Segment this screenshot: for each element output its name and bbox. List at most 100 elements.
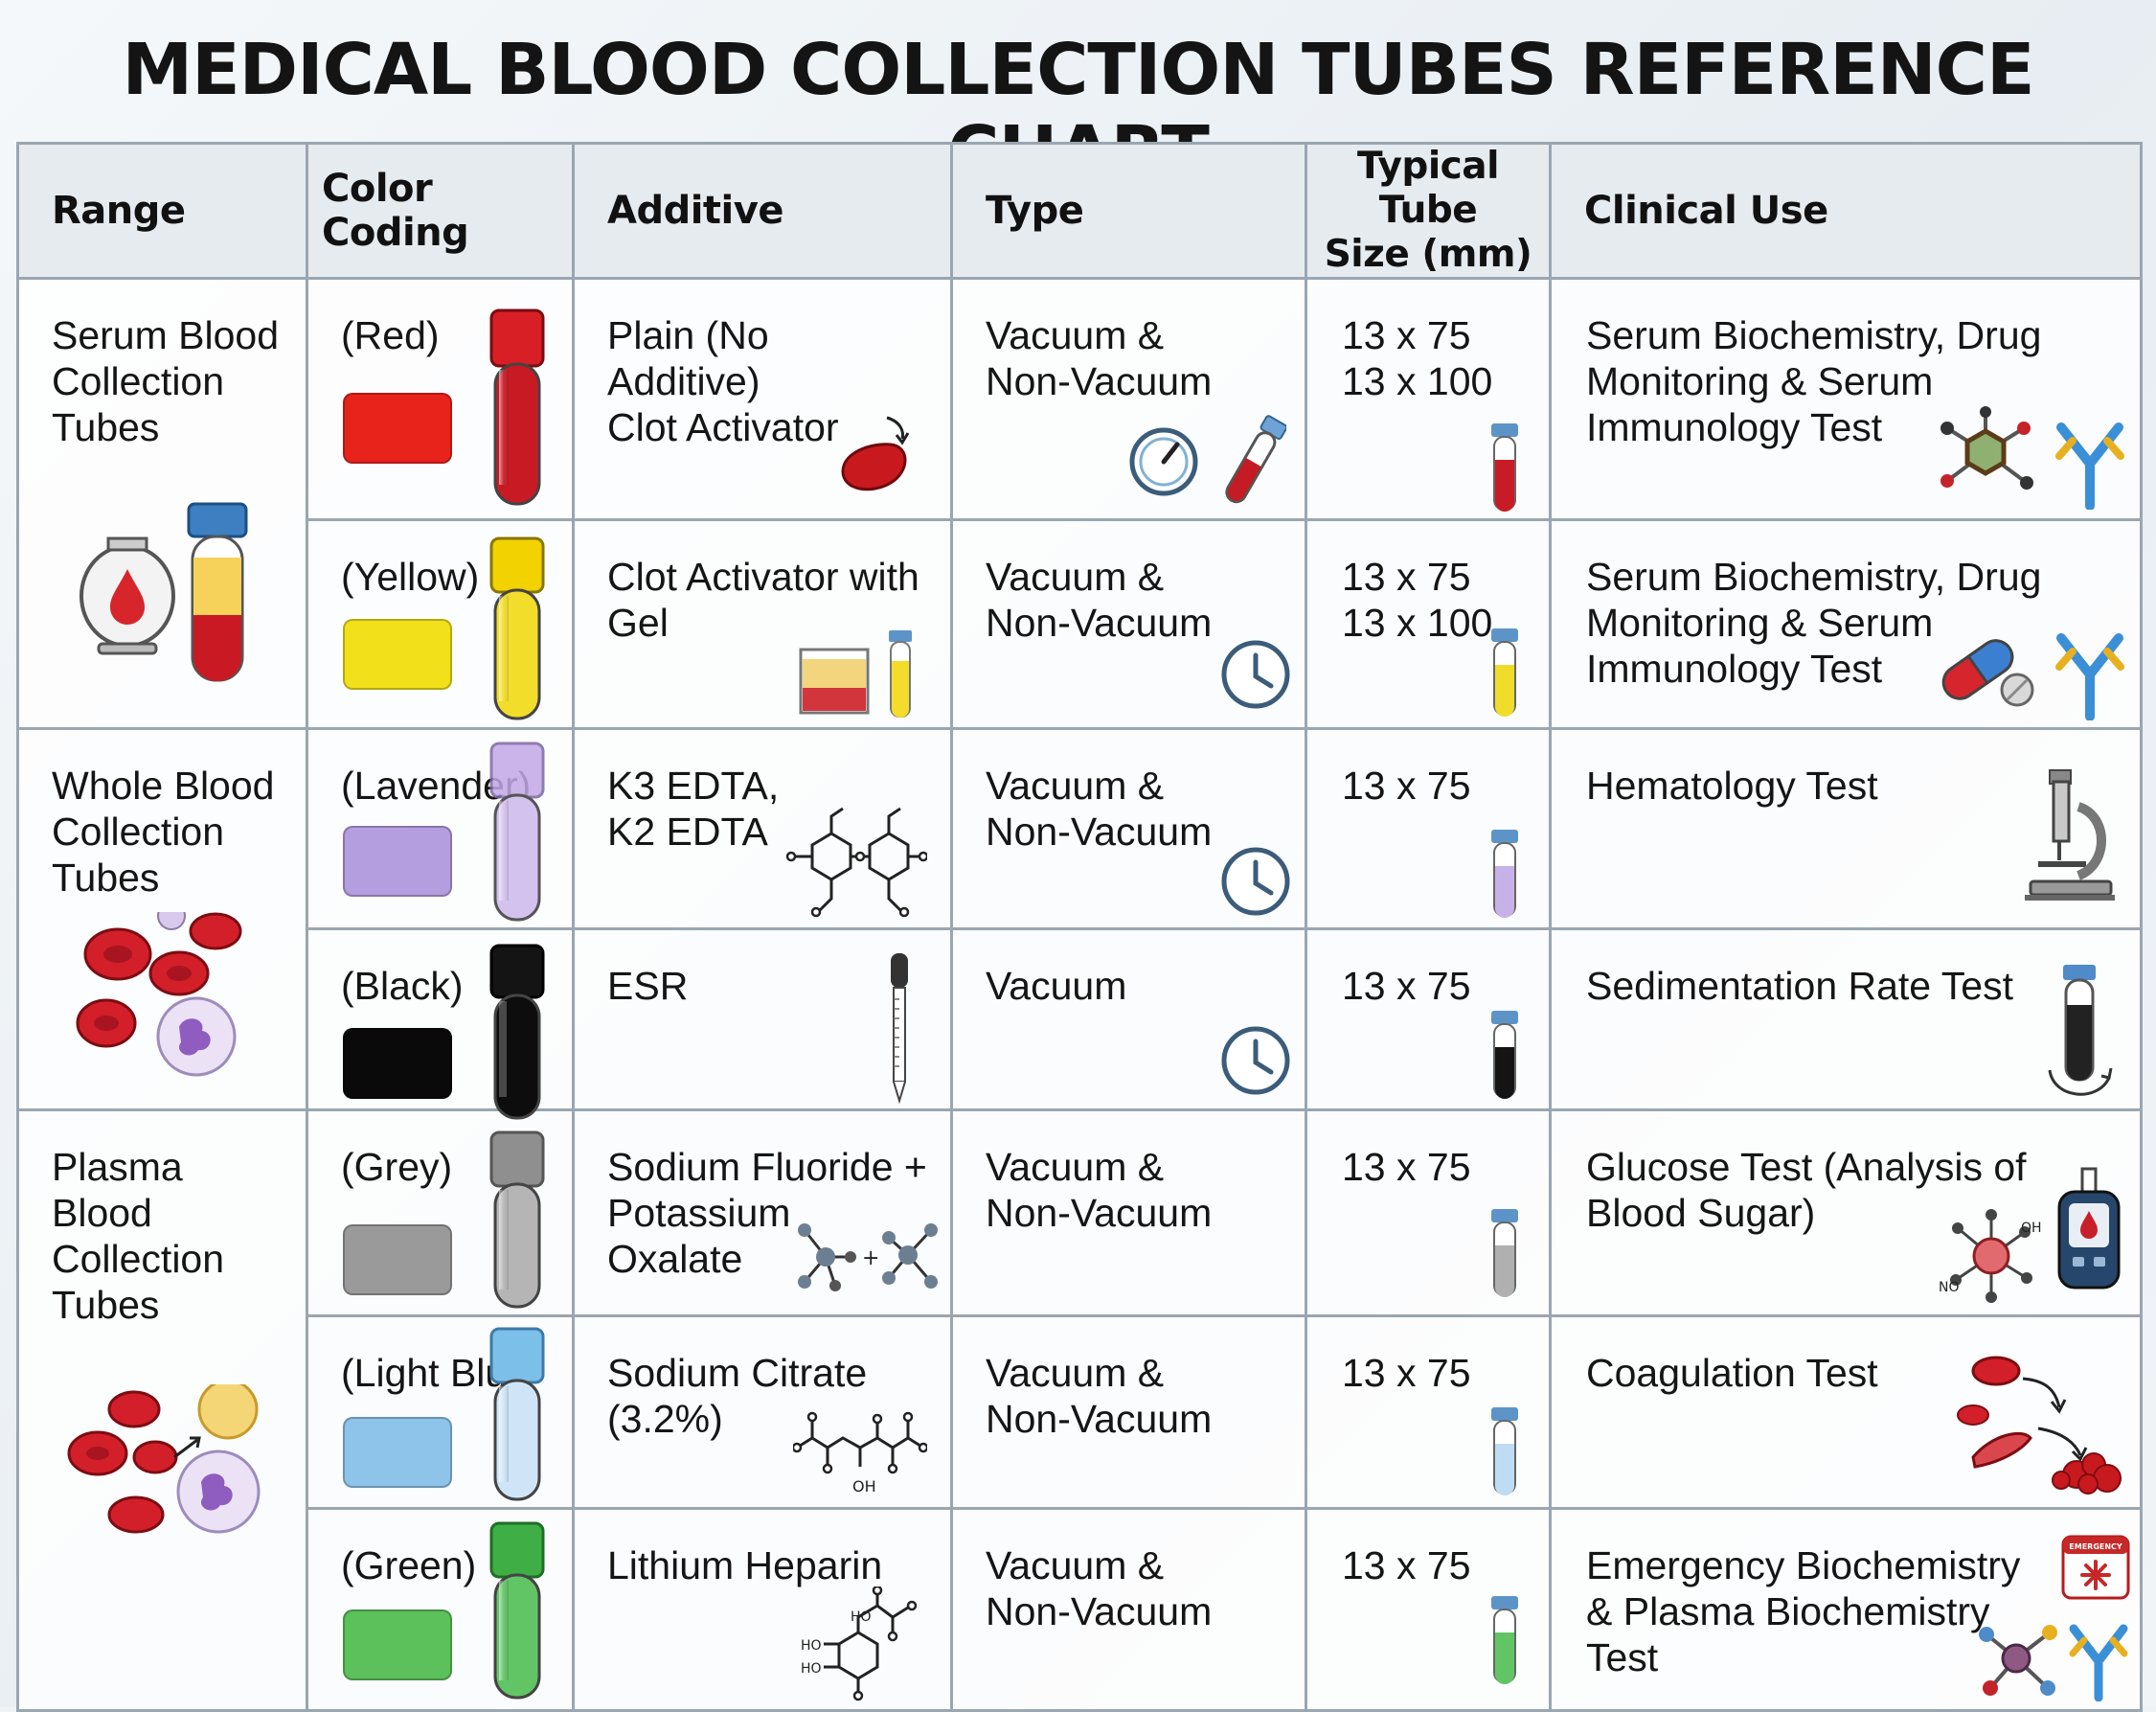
- color-cell: (Black): [306, 927, 575, 1120]
- yellow-tube-icon: [489, 536, 545, 720]
- range-label: Serum Blood Collection Tubes: [52, 313, 280, 449]
- use-text: Glucose Test (Analysis of Blood Sugar): [1586, 1145, 2027, 1235]
- size-cell: 13 x 75: [1305, 727, 1552, 930]
- svg-text:+: +: [862, 1246, 879, 1270]
- type-cell: Vacuum & Non-Vacuum: [950, 727, 1307, 930]
- size-cell: 13 x 75 13 x 100: [1305, 277, 1552, 521]
- type-text: Vacuum & Non-Vacuum: [986, 1351, 1213, 1441]
- molecule-icon: [1979, 1625, 2057, 1696]
- reference-table: Range Color Coding Additive Type Typical…: [16, 142, 2143, 1712]
- additive-cell: Clot Activator with Gel: [572, 518, 953, 730]
- table-row: Whole Blood Collection Tubes (Lavender): [16, 727, 2143, 1111]
- antibody-icon: [2055, 422, 2124, 510]
- table-row: (Black) ESR Vacuum: [18, 927, 2143, 1120]
- color-swatch-yellow: [343, 619, 452, 690]
- additive-text: K3 EDTA, K2 EDTA: [607, 764, 780, 854]
- molecule-icon: [1940, 406, 2033, 490]
- use-text: Hematology Test: [1586, 764, 1878, 808]
- type-text: Vacuum & Non-Vacuum: [986, 1145, 1213, 1235]
- ho-label: HO: [801, 1638, 822, 1654]
- size-cell: 13 x 75: [1305, 927, 1552, 1111]
- header-tube-size: Typical Tube Size (mm): [1305, 142, 1552, 280]
- use-text: Emergency Biochemistry & Plasma Biochemi…: [1586, 1543, 2021, 1679]
- use-cell: Coagulation Test: [1549, 1314, 2143, 1510]
- pipette-icon: [891, 953, 908, 1105]
- use-text: Sedimentation Rate Test: [1586, 964, 2013, 1008]
- capsule-icon: [1941, 639, 2034, 707]
- header-row: Range Color Coding Additive Type Typical…: [16, 142, 2143, 280]
- color-swatch-lavender: [343, 826, 452, 897]
- size-cell: 13 x 75: [1305, 1108, 1552, 1317]
- emergency-label: EMERGENCY: [2069, 1542, 2122, 1551]
- clock-icon: [1221, 1026, 1290, 1095]
- use-cell: Hematology Test: [1549, 727, 2143, 930]
- antibody-icon: [2069, 1624, 2128, 1701]
- use-text: Serum Biochemistry, Drug Monitoring & Se…: [1586, 555, 2042, 691]
- color-cell: (Green): [306, 1507, 575, 1712]
- color-label: (Black): [341, 964, 464, 1008]
- color-cell: (Yellow): [306, 518, 575, 730]
- citrate-molecule-icon: OH: [793, 1411, 927, 1495]
- size-text: 13 x 75: [1342, 764, 1471, 808]
- color-label: (Yellow): [341, 555, 480, 599]
- type-text: Vacuum & Non-Vacuum: [986, 555, 1213, 645]
- microscope-icon: [2025, 769, 2115, 901]
- table-row: (Light Blu Sodium Citrate (3.2%): [18, 1314, 2143, 1510]
- type-cell: Vacuum & Non-Vacuum: [950, 1507, 1307, 1712]
- tilted-tube-icon: [1225, 415, 1286, 504]
- color-cell: (Red): [306, 277, 575, 521]
- use-cell: Glucose Test (Analysis of Blood Sugar) O…: [1549, 1108, 2143, 1317]
- small-tube-icon: [1491, 1011, 1518, 1099]
- color-swatch-black: [343, 1028, 452, 1099]
- additive-text: Clot Activator with Gel: [607, 555, 919, 645]
- small-tube-icon: [1491, 830, 1518, 918]
- heparin-molecule-icon: HO HO HO: [801, 1586, 918, 1701]
- type-cell: Vacuum & Non-Vacuum: [950, 518, 1307, 730]
- additive-cell: Sodium Citrate (3.2%) OH: [572, 1314, 953, 1510]
- range-cell-serum: Serum Blood Collection Tubes: [16, 277, 308, 730]
- emergency-calendar-icon: EMERGENCY: [2061, 1535, 2130, 1600]
- color-label: (Red): [341, 313, 440, 357]
- size-cell: 13 x 75 13 x 100: [1305, 518, 1552, 730]
- additive-text: Plain (No Additive) Clot Activator: [607, 313, 839, 449]
- use-text: Serum Biochemistry, Drug Monitoring & Se…: [1586, 313, 2042, 449]
- size-text: 13 x 75 13 x 100: [1342, 313, 1493, 403]
- lavender-tube-icon: [489, 742, 545, 922]
- additive-text: Lithium Heparin: [607, 1543, 883, 1587]
- use-cell: Serum Biochemistry, Drug Monitoring & Se…: [1549, 277, 2143, 521]
- table-row: Plasma Blood Collection Tubes (Grey): [16, 1108, 2143, 1712]
- size-text: 13 x 75: [1342, 1543, 1471, 1587]
- oh-label: OH: [852, 1477, 876, 1495]
- range-cell-whole-blood: Whole Blood Collection Tubes: [16, 727, 308, 1111]
- coagulation-icon: [1957, 1356, 2122, 1495]
- ho-label: HO: [851, 1609, 872, 1625]
- type-text: Vacuum: [986, 964, 1127, 1008]
- additive-cell: ESR: [572, 927, 953, 1111]
- mixed-cells-icon: [67, 1384, 261, 1534]
- header-clinical-use: Clinical Use: [1549, 142, 2143, 280]
- sedimentation-tube-icon: [2048, 965, 2113, 1096]
- table-row: (Green) Lithium Heparin HO HO: [18, 1507, 2143, 1712]
- glucometer-icon: [2057, 1167, 2121, 1290]
- color-cell: (Grey): [306, 1108, 575, 1317]
- type-cell: Vacuum & Non-Vacuum: [950, 277, 1307, 521]
- use-cell: Serum Biochemistry, Drug Monitoring & Se…: [1549, 518, 2143, 730]
- size-text: 13 x 75: [1342, 964, 1471, 1008]
- ho-label: HO: [801, 1661, 822, 1677]
- clot-icon: [841, 416, 910, 491]
- edta-molecule-icon: [785, 807, 927, 918]
- gel-tube-icon: [799, 630, 912, 718]
- small-tube-icon: [1491, 628, 1518, 717]
- use-cell: Sedimentation Rate Test: [1549, 927, 2143, 1111]
- size-cell: 13 x 75: [1305, 1507, 1552, 1712]
- color-swatch-light-blue: [343, 1417, 452, 1488]
- clock-icon: [1221, 847, 1290, 916]
- use-cell: Emergency Biochemistry & Plasma Biochemi…: [1549, 1507, 2143, 1712]
- small-tube-icon: [1491, 1407, 1518, 1495]
- size-text: 13 x 75: [1342, 1351, 1471, 1395]
- header-additive: Additive: [572, 142, 953, 280]
- red-tube-icon: [489, 308, 545, 506]
- size-cell: 13 x 75: [1305, 1314, 1552, 1510]
- type-cell: Vacuum & Non-Vacuum: [950, 1314, 1307, 1510]
- header-type: Type: [950, 142, 1307, 280]
